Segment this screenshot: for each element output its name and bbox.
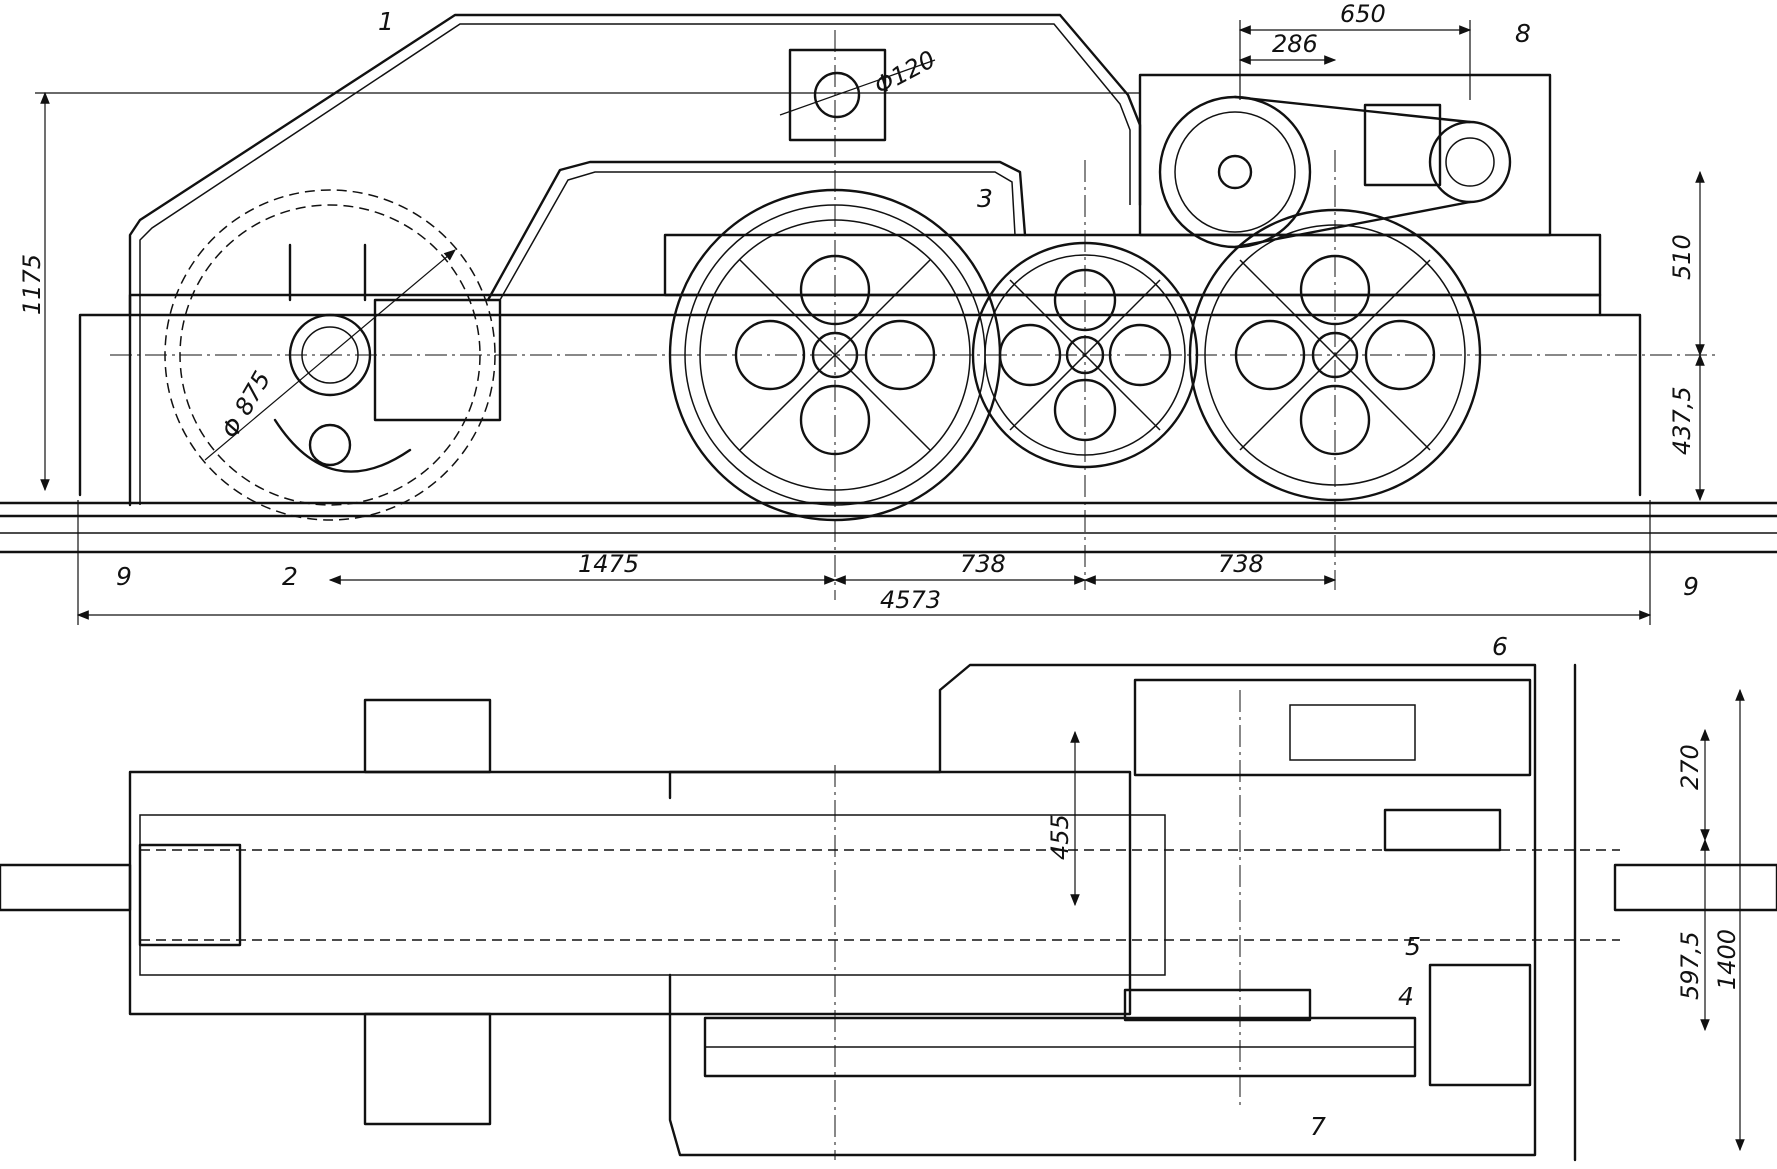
callout-4: 4 bbox=[1398, 982, 1414, 1011]
hanger-block bbox=[779, 48, 936, 142]
dim-offset-a: 270 bbox=[1676, 744, 1704, 790]
dim-height-total: 1175 bbox=[18, 254, 46, 315]
dim-inner-width: 455 bbox=[1046, 814, 1074, 860]
dim-top-span: 650 bbox=[1340, 0, 1386, 28]
dim-length-total: 4573 bbox=[880, 586, 941, 614]
coupling-right bbox=[1613, 863, 1777, 912]
frame-3 bbox=[78, 160, 1642, 497]
callout-2: 2 bbox=[282, 562, 298, 591]
dim-dia-small: Φ120 bbox=[870, 45, 940, 100]
housing-1 bbox=[128, 13, 1142, 507]
side-view: 1175 510 437,5 1475 738 738 4573 650 286… bbox=[0, 0, 1777, 625]
callout-6: 6 bbox=[1492, 632, 1508, 661]
callout-9-left: 9 bbox=[116, 562, 132, 591]
dim-offset-b: 597,5 bbox=[1676, 931, 1704, 1000]
callout-7: 7 bbox=[1310, 1112, 1326, 1141]
dim-dia-large: Φ 875 bbox=[216, 366, 276, 443]
side-dimensions bbox=[35, 20, 1705, 625]
callout-1: 1 bbox=[378, 7, 394, 36]
dim-top-sub: 286 bbox=[1272, 30, 1318, 58]
plan-dimensions bbox=[1070, 688, 1745, 1152]
plan-view: 1400 270 597,5 455 6 5 4 7 bbox=[0, 632, 1777, 1162]
pulley-drive bbox=[1138, 73, 1552, 249]
dim-span-c: 738 bbox=[1218, 550, 1264, 578]
callout-9-right: 9 bbox=[1683, 572, 1699, 601]
dim-offset-upper: 510 bbox=[1668, 234, 1696, 280]
dim-span-a: 1475 bbox=[578, 550, 639, 578]
callout-8: 8 bbox=[1515, 19, 1531, 48]
dim-width-total: 1400 bbox=[1713, 929, 1741, 990]
dim-offset-lower: 437,5 bbox=[1668, 386, 1696, 455]
callout-3: 3 bbox=[977, 184, 993, 213]
dim-span-b: 738 bbox=[960, 550, 1006, 578]
motor-6 bbox=[1133, 678, 1532, 777]
coupling-left bbox=[0, 863, 132, 912]
callout-5: 5 bbox=[1405, 932, 1421, 961]
